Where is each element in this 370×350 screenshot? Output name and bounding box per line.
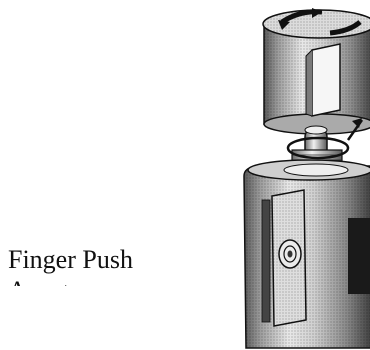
- callout-line-2-text: Area: [8, 276, 59, 286]
- finger-push-area: [272, 190, 306, 326]
- callout-line-1: Finger Push: [8, 244, 208, 275]
- cap: [263, 8, 370, 134]
- right-triangle-arrow-icon: ▶: [65, 281, 78, 286]
- callout-line-2: Area ▶: [8, 275, 208, 286]
- bottle-body: [244, 160, 370, 348]
- finger-push-callout: Finger Push Area ▶: [8, 244, 208, 286]
